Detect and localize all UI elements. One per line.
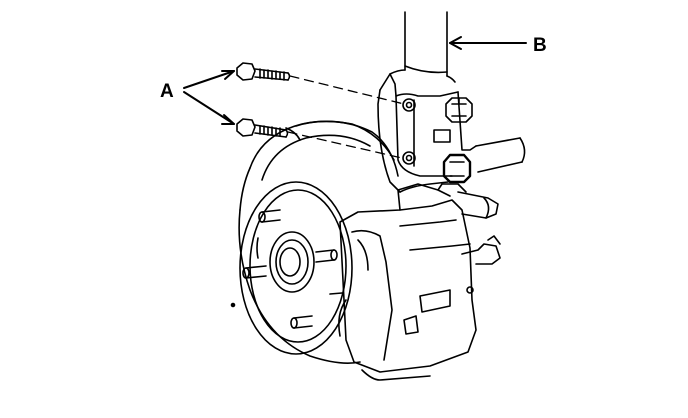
upper-bolt	[236, 62, 291, 81]
callout-a-arrows	[183, 70, 235, 125]
wheel-studs	[242, 209, 343, 329]
callout-b-arrow	[449, 36, 527, 50]
hub	[239, 181, 353, 355]
knuckle	[377, 73, 526, 193]
strut	[379, 11, 456, 91]
upper-nut	[445, 97, 473, 123]
alignment-lines	[287, 75, 405, 159]
label-a: A	[160, 81, 174, 102]
lower-bolt	[236, 118, 289, 138]
lower-nut	[442, 153, 472, 184]
label-b: B	[533, 35, 547, 56]
brake-caliper	[338, 183, 501, 381]
debris-dot	[230, 302, 236, 308]
brake-disc	[238, 120, 399, 364]
